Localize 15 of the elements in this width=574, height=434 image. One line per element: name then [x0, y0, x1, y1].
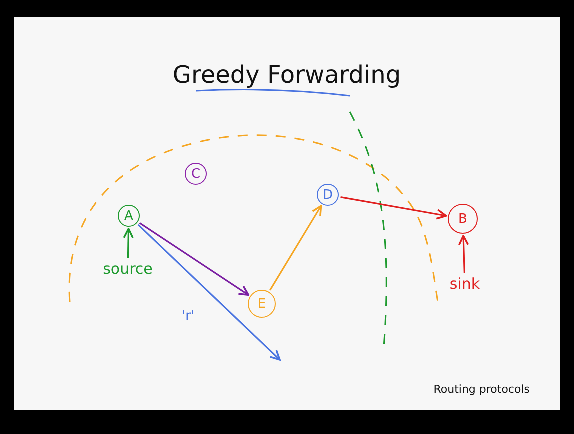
arrow — [340, 196, 448, 220]
node-circle: E — [248, 290, 276, 318]
node-circle: A — [118, 205, 140, 227]
arrow — [458, 235, 470, 274]
node-circle: D — [317, 184, 339, 206]
title: Greedy Forwarding — [172, 61, 402, 89]
arrow — [123, 228, 134, 258]
node-circle: B — [448, 204, 478, 234]
node-circle: C — [185, 163, 207, 185]
node-label: source — [98, 260, 158, 278]
arrow — [139, 222, 250, 296]
arrow — [270, 205, 322, 291]
arrow — [138, 224, 281, 361]
node-label: sink — [445, 275, 485, 293]
note: Routing protocols — [434, 383, 530, 396]
